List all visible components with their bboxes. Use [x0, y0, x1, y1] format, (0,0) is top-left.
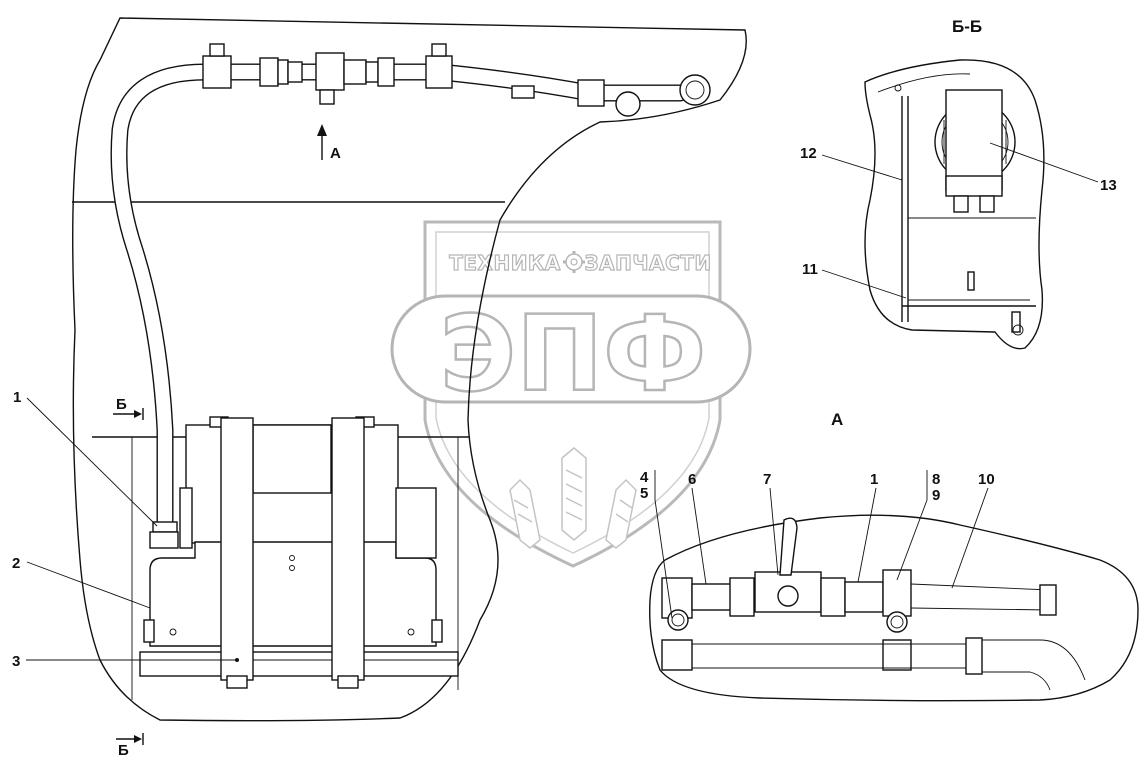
callout-4: 4 [640, 469, 649, 486]
detail-outline [649, 514, 1139, 702]
callout-11: 11 [802, 261, 818, 278]
hose-main [110, 63, 689, 537]
watermark: ТЕХНИКА ЗАПЧАСТИ ЭПФ [390, 220, 752, 568]
detail-title: А [831, 410, 843, 429]
callout-6: 6 [688, 471, 696, 488]
section-mark-bottom: Б [116, 733, 144, 759]
detail-view-a: А 4 5 6 7 1 [640, 410, 1139, 702]
callout-1-main: 1 [13, 389, 21, 406]
watermark-band [390, 294, 752, 404]
strap-left [220, 417, 254, 681]
callout-8: 8 [932, 471, 940, 488]
tank-assembly [139, 416, 459, 689]
gear-icon [563, 251, 585, 273]
cabin-outline [72, 17, 747, 722]
main-view: А Б Б [12, 17, 747, 759]
callout-2: 2 [12, 555, 20, 572]
main-callouts: 1 2 3 [12, 389, 237, 670]
section-callouts: 12 11 13 [800, 142, 1117, 299]
clamp-8 [882, 569, 912, 617]
view-arrow-a: А [317, 124, 341, 162]
callout-10: 10 [978, 471, 995, 488]
section-view-bb: Б-Б 12 11 13 [800, 17, 1117, 350]
tank-body [149, 541, 437, 647]
watermark-text-technika: ТЕХНИКА [449, 251, 561, 275]
strap-right [331, 417, 365, 681]
detail-callouts: 4 5 6 7 1 8 9 10 [640, 469, 995, 619]
callout-13: 13 [1100, 177, 1117, 194]
callout-7: 7 [763, 471, 771, 488]
arrow-a-label: А [330, 145, 341, 162]
valve-lever [779, 517, 798, 576]
section-title: Б-Б [952, 17, 982, 36]
svg-text:Б: Б [116, 396, 127, 413]
callout-3: 3 [12, 653, 20, 670]
watermark-text-zapchasti: ЗАПЧАСТИ [584, 251, 711, 275]
pump-body [945, 89, 1003, 191]
callout-5: 5 [640, 485, 648, 502]
callout-12: 12 [800, 145, 817, 162]
section-mark-top: Б [113, 396, 144, 420]
callout-9: 9 [932, 487, 940, 504]
fittings-top [202, 43, 711, 117]
watermark-main-text: ЭПФ [440, 293, 707, 415]
wheat-icon [509, 447, 637, 549]
svg-text:Б: Б [118, 742, 129, 759]
callout-1-detail: 1 [870, 471, 878, 488]
section-outline [864, 59, 1045, 350]
valve-handle [319, 89, 335, 105]
